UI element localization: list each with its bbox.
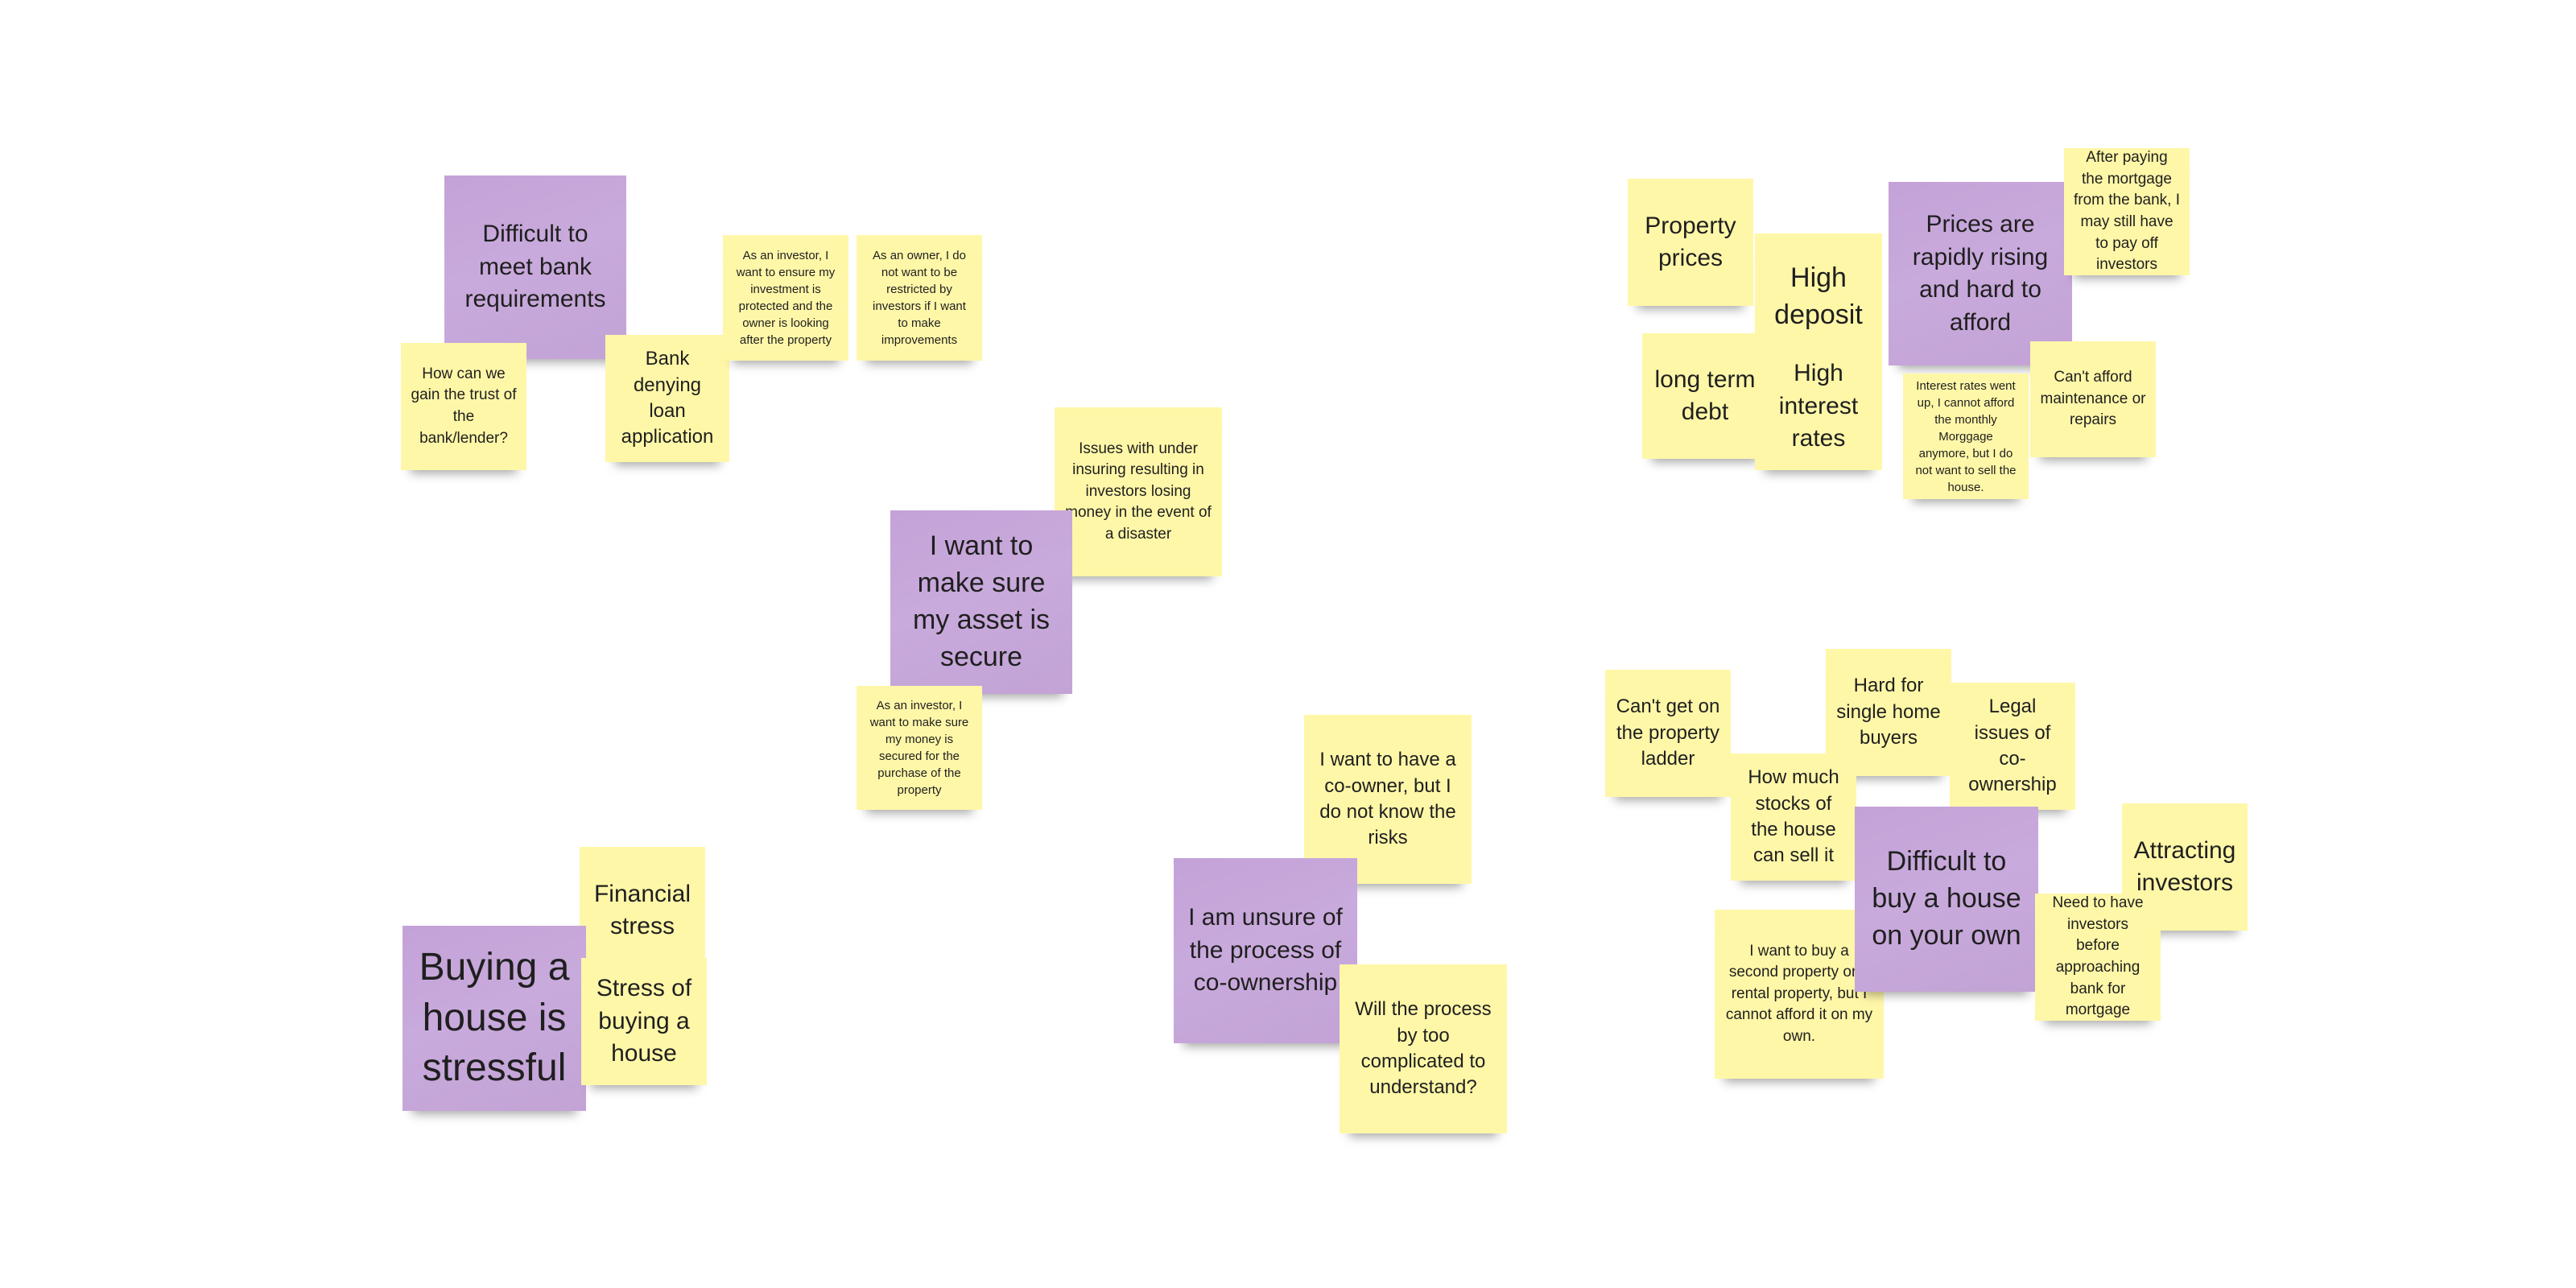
sticky-note[interactable]: Buying a house is stressful (402, 926, 586, 1111)
sticky-note[interactable]: As an owner, I do not want to be restric… (857, 235, 982, 361)
sticky-note[interactable]: High deposit (1755, 233, 1882, 361)
sticky-note[interactable]: High interest rates (1755, 343, 1882, 470)
sticky-note[interactable]: I want to buy a second property or a ren… (1715, 910, 1884, 1079)
sticky-note[interactable]: Can't get on the property ladder (1605, 670, 1731, 797)
sticky-note[interactable]: As an investor, I want to make sure my m… (857, 686, 982, 810)
sticky-note[interactable]: Difficult to buy a house on your own (1855, 807, 2038, 992)
sticky-note[interactable]: Stress of buying a house (581, 958, 707, 1085)
sticky-note[interactable]: I want to have a co-owner, but I do not … (1304, 715, 1472, 884)
sticky-note[interactable]: Issues with under insuring resulting in … (1055, 407, 1222, 576)
sticky-note[interactable]: I want to make sure my asset is secure (890, 510, 1072, 694)
sticky-note[interactable]: After paying the mortgage from the bank,… (2064, 148, 2190, 275)
sticky-note[interactable]: I am unsure of the process of co-ownersh… (1174, 858, 1357, 1043)
sticky-note[interactable]: Difficult to meet bank requirements (444, 175, 626, 359)
sticky-note[interactable]: How much stocks of the house can sell it (1731, 753, 1856, 881)
sticky-note[interactable]: How can we gain the trust of the bank/le… (401, 343, 526, 470)
sticky-note[interactable]: Hard for single home buyers (1826, 649, 1951, 776)
sticky-note[interactable]: Will the process by too complicated to u… (1340, 964, 1507, 1133)
sticky-note[interactable]: Property prices (1628, 179, 1753, 306)
sticky-note[interactable]: Prices are rapidly rising and hard to af… (1889, 182, 2072, 365)
sticky-note[interactable]: Interest rates went up, I cannot afford … (1903, 374, 2029, 499)
sticky-note[interactable]: Legal issues of co-ownership (1950, 683, 2075, 810)
sticky-note[interactable]: long term debt (1642, 333, 1768, 459)
sticky-note[interactable]: Financial stress (580, 847, 705, 974)
sticky-note[interactable]: Bank denying loan application (605, 335, 729, 462)
sticky-note[interactable]: As an investor, I want to ensure my inve… (723, 235, 848, 361)
sticky-note[interactable]: Need to have investors before approachin… (2035, 894, 2161, 1021)
sticky-note[interactable]: Can't afford maintenance or repairs (2030, 341, 2156, 457)
